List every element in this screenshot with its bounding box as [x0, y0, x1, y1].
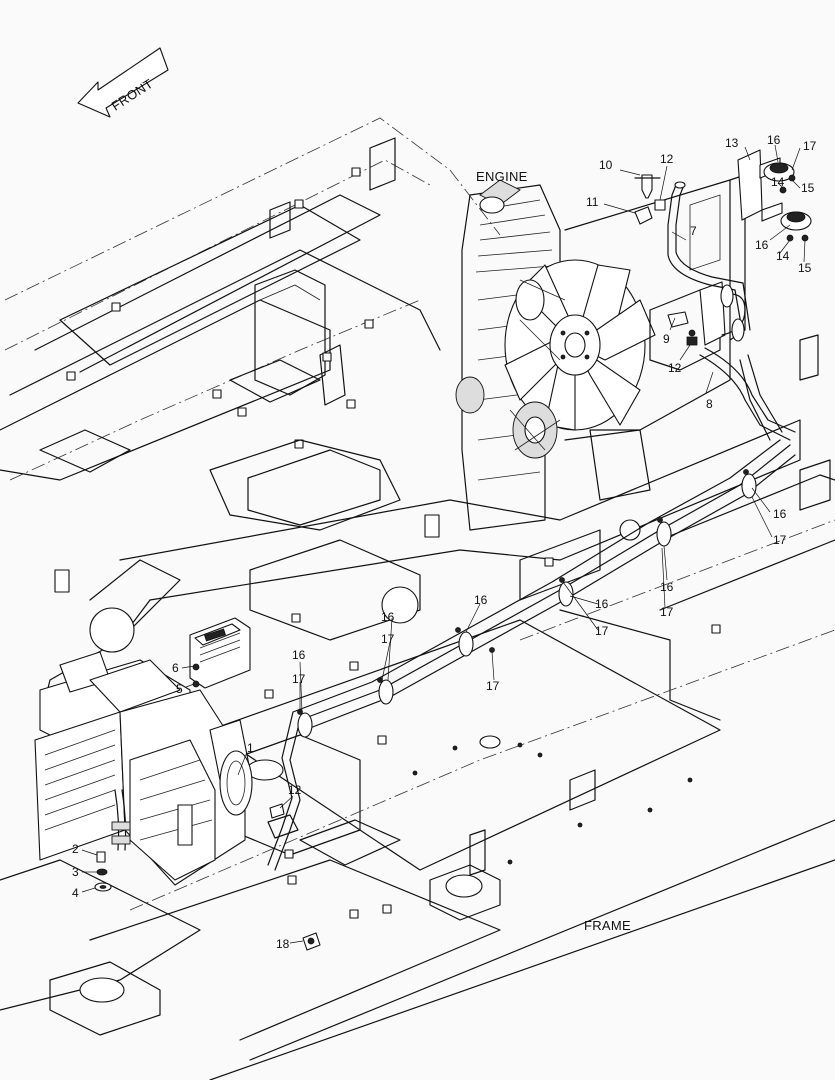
callout-14-bottom: 14 [776, 249, 790, 263]
bracket-assembly [699, 149, 812, 346]
lower-frame [0, 619, 835, 1080]
callout-15-bottom: 15 [798, 261, 812, 275]
hvac-unit [34, 651, 253, 886]
callout-4: 4 [72, 886, 79, 900]
upper-frame [0, 117, 501, 481]
front-arrow: FRONT [77, 47, 169, 118]
leader-lines [81, 144, 806, 944]
callout-18: 18 [276, 937, 290, 951]
refrigerant-pipes [267, 284, 796, 871]
callout-1: 1 [247, 741, 254, 755]
callout-16-bracket-bottom: 16 [755, 238, 769, 252]
callout-16-pipe-d: 16 [474, 593, 488, 607]
callout-17-pipe-f: 17 [292, 672, 306, 686]
callout-17-bracket-top: 17 [803, 139, 817, 153]
engine-assembly [455, 179, 731, 531]
callout-17-pipe-b: 17 [660, 605, 674, 619]
hose-7 [667, 181, 751, 331]
fittings-upper [634, 174, 698, 346]
engine-label: ENGINE [476, 169, 528, 184]
callout-5: 5 [176, 682, 183, 696]
callout-16-pipe-b: 16 [660, 580, 674, 594]
callout-16-pipe-a: 16 [773, 507, 787, 521]
frame-label: FRAME [584, 918, 631, 933]
callout-17-pipe-e: 17 [381, 632, 395, 646]
callout-16-pipe-e: 16 [381, 610, 395, 624]
callout-9: 9 [663, 332, 670, 346]
callout-10: 10 [599, 158, 613, 172]
radiator-side [649, 174, 819, 381]
callout-14-top: 14 [771, 175, 785, 189]
callout-16-pipe-c: 16 [595, 597, 609, 611]
hose-8 [699, 347, 796, 441]
callout-17-pipe-d: 17 [486, 679, 500, 693]
callout-2: 2 [72, 842, 79, 856]
callout-17-pipe-c: 17 [595, 624, 609, 638]
callout-16-pipe-f: 16 [292, 648, 306, 662]
callout-12-low: 12 [288, 783, 302, 797]
callout-17-pipe-a: 17 [773, 533, 787, 547]
callout-11: 11 [586, 195, 599, 209]
callout-12-mid: 12 [668, 361, 682, 375]
callout-12-top: 12 [660, 152, 674, 166]
callout-7: 7 [690, 224, 697, 238]
callout-6: 6 [172, 661, 179, 675]
callout-8: 8 [706, 397, 713, 411]
control-panel [189, 617, 251, 689]
callout-16-bracket-top: 16 [767, 133, 781, 147]
callout-numbers: 1 2 3 4 5 6 7 8 9 10 11 12 12 12 13 14 1… [72, 133, 817, 951]
clamp-set [297, 284, 757, 738]
callout-13: 13 [725, 136, 739, 150]
callout-3: 3 [72, 865, 79, 879]
cross-member [39, 419, 835, 721]
callout-15-top: 15 [801, 181, 815, 195]
drain-fittings [94, 851, 112, 892]
